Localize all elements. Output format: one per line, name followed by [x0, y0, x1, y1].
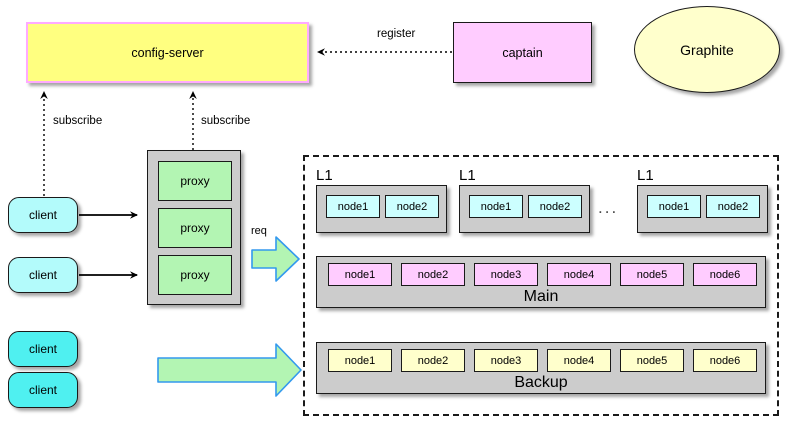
- l1-label-2: L1: [459, 167, 476, 184]
- graphite-node[interactable]: Graphite: [634, 6, 780, 93]
- l1-group-1[interactable]: node1 node2: [316, 185, 447, 233]
- client-label: client: [28, 342, 57, 356]
- config-server-node[interactable]: config-server: [26, 22, 309, 83]
- l1-label-3: L1: [637, 167, 654, 184]
- client-label: client: [28, 383, 57, 397]
- graphite-label: Graphite: [680, 41, 734, 58]
- l1-node-1-1[interactable]: node1: [326, 195, 380, 218]
- config-server-label: config-server: [131, 45, 204, 60]
- client-label: client: [28, 268, 57, 282]
- l1-label-1: L1: [316, 167, 333, 184]
- main-node-3[interactable]: node3: [474, 263, 538, 286]
- proxy-node-2[interactable]: proxy: [158, 208, 232, 248]
- l1-group-3[interactable]: node1 node2: [637, 185, 768, 233]
- backup-node-2[interactable]: node2: [401, 349, 465, 372]
- l1-node-1-2[interactable]: node2: [385, 195, 439, 218]
- proxy-node-1[interactable]: proxy: [158, 161, 232, 201]
- main-node-6[interactable]: node6: [693, 263, 757, 286]
- backup-node-1[interactable]: node1: [328, 349, 392, 372]
- edge-label-register: register: [377, 28, 416, 40]
- edge-label-subscribe-client: subscribe: [53, 115, 103, 127]
- proxy-label: proxy: [180, 268, 210, 282]
- client-node-2[interactable]: client: [8, 257, 78, 293]
- backup-node-6[interactable]: node6: [693, 349, 757, 372]
- client-label: client: [28, 208, 57, 222]
- edge-label-subscribe-proxy: subscribe: [201, 115, 251, 127]
- main-node-1[interactable]: node1: [328, 263, 392, 286]
- proxy-node-3[interactable]: proxy: [158, 255, 232, 295]
- l1-node-3-2[interactable]: node2: [706, 195, 760, 218]
- cluster-boundary: [303, 155, 779, 416]
- l1-ellipsis: ...: [598, 198, 619, 217]
- backup-node-3[interactable]: node3: [474, 349, 538, 372]
- req-block-arrow: [251, 236, 300, 282]
- backup-node-5[interactable]: node5: [620, 349, 684, 372]
- client-node-3[interactable]: client: [8, 331, 78, 367]
- tier-backup-container[interactable]: node1 node2 node3 node4 node5 node6 Back…: [316, 342, 766, 394]
- tier-backup-label: Backup: [514, 374, 568, 391]
- l1-node-3-1[interactable]: node1: [647, 195, 701, 218]
- main-node-5[interactable]: node5: [620, 263, 684, 286]
- tier-main-label: Main: [523, 288, 559, 305]
- captain-label: captain: [502, 45, 543, 60]
- l1-node-2-1[interactable]: node1: [469, 195, 523, 218]
- client-node-1[interactable]: client: [8, 197, 78, 233]
- l1-group-2[interactable]: node1 node2: [459, 185, 590, 233]
- proxy-label: proxy: [180, 174, 210, 188]
- edge-label-req: req: [251, 225, 267, 237]
- l1-node-2-2[interactable]: node2: [528, 195, 582, 218]
- proxy-group-container[interactable]: proxy proxy proxy: [147, 150, 241, 305]
- proxy-label: proxy: [180, 221, 210, 235]
- captain-node[interactable]: captain: [453, 22, 592, 83]
- tier-main-container[interactable]: node1 node2 node3 node4 node5 node6 Main: [316, 256, 766, 308]
- main-node-4[interactable]: node4: [547, 263, 611, 286]
- client-node-4[interactable]: client: [8, 372, 78, 408]
- backup-node-4[interactable]: node4: [547, 349, 611, 372]
- main-node-2[interactable]: node2: [401, 263, 465, 286]
- backup-block-arrow: [157, 343, 302, 397]
